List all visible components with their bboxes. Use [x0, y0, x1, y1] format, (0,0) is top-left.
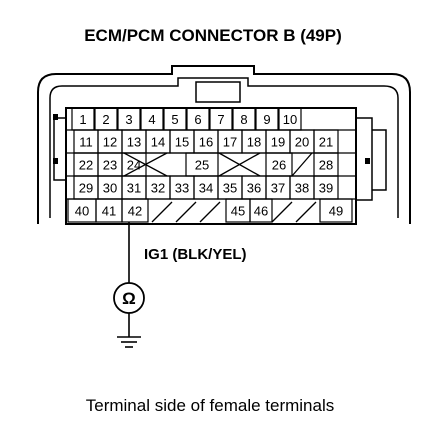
empty-cavity-marks [123, 152, 317, 223]
pin-number-29: 29 [79, 181, 93, 196]
notch-mark [53, 158, 58, 164]
pin-number-32: 32 [151, 181, 165, 196]
pin-number-2: 2 [102, 112, 109, 127]
pin-number-16: 16 [199, 135, 213, 150]
pin-number-28: 28 [319, 158, 333, 173]
pin-cell [319, 198, 353, 223]
pin-number-19: 19 [271, 135, 285, 150]
diagram-caption: Terminal side of female terminals [86, 396, 334, 415]
pin-number-4: 4 [148, 112, 155, 127]
pin-number-21: 21 [319, 135, 333, 150]
pin-number-15: 15 [175, 135, 189, 150]
pin-number-6: 6 [194, 112, 201, 127]
pin-number-22: 22 [79, 158, 93, 173]
pin-number-33: 33 [175, 181, 189, 196]
ohmmeter-icon: Ω [113, 282, 145, 314]
pin-number-49: 49 [329, 204, 343, 219]
wire-label: IG1 (BLK/YEL) [144, 246, 247, 263]
pin-number-23: 23 [103, 158, 117, 173]
pin-number-10: 10 [283, 112, 297, 127]
pin-number-17: 17 [223, 135, 237, 150]
pin-number-45: 45 [231, 204, 245, 219]
pin-number-39: 39 [319, 181, 333, 196]
pin-number-20: 20 [295, 135, 309, 150]
pin-number-5: 5 [171, 112, 178, 127]
pin-number-34: 34 [199, 181, 213, 196]
pin-number-46: 46 [254, 204, 268, 219]
pin-number-41: 41 [102, 204, 116, 219]
pin-number-30: 30 [103, 181, 117, 196]
pin-number-37: 37 [271, 181, 285, 196]
pin-number-42: 42 [128, 204, 142, 219]
notch-mark [53, 114, 58, 120]
pin-number-3: 3 [125, 112, 132, 127]
pin-number-25: 25 [195, 158, 209, 173]
pin-cell [121, 198, 149, 223]
pin-number-13: 13 [127, 135, 141, 150]
meter-symbol: Ω [122, 289, 136, 308]
pin-number-35: 35 [223, 181, 237, 196]
pin-number-12: 12 [103, 135, 117, 150]
ground-icon [117, 336, 141, 348]
pin-number-36: 36 [247, 181, 261, 196]
pin-number-7: 7 [217, 112, 224, 127]
notch-mark [365, 158, 370, 164]
pin-number-18: 18 [247, 135, 261, 150]
pin-number-40: 40 [75, 204, 89, 219]
pin-number-38: 38 [295, 181, 309, 196]
pin-number-31: 31 [127, 181, 141, 196]
pin-number-9: 9 [263, 112, 270, 127]
pin-number-26: 26 [272, 158, 286, 173]
diagram-title: ECM/PCM CONNECTOR B (49P) [84, 26, 342, 45]
pin-number-14: 14 [151, 135, 165, 150]
pin-number-1: 1 [79, 112, 86, 127]
pin-number-11: 11 [79, 135, 93, 150]
pin-cell [249, 198, 273, 223]
pin-number-8: 8 [240, 112, 247, 127]
